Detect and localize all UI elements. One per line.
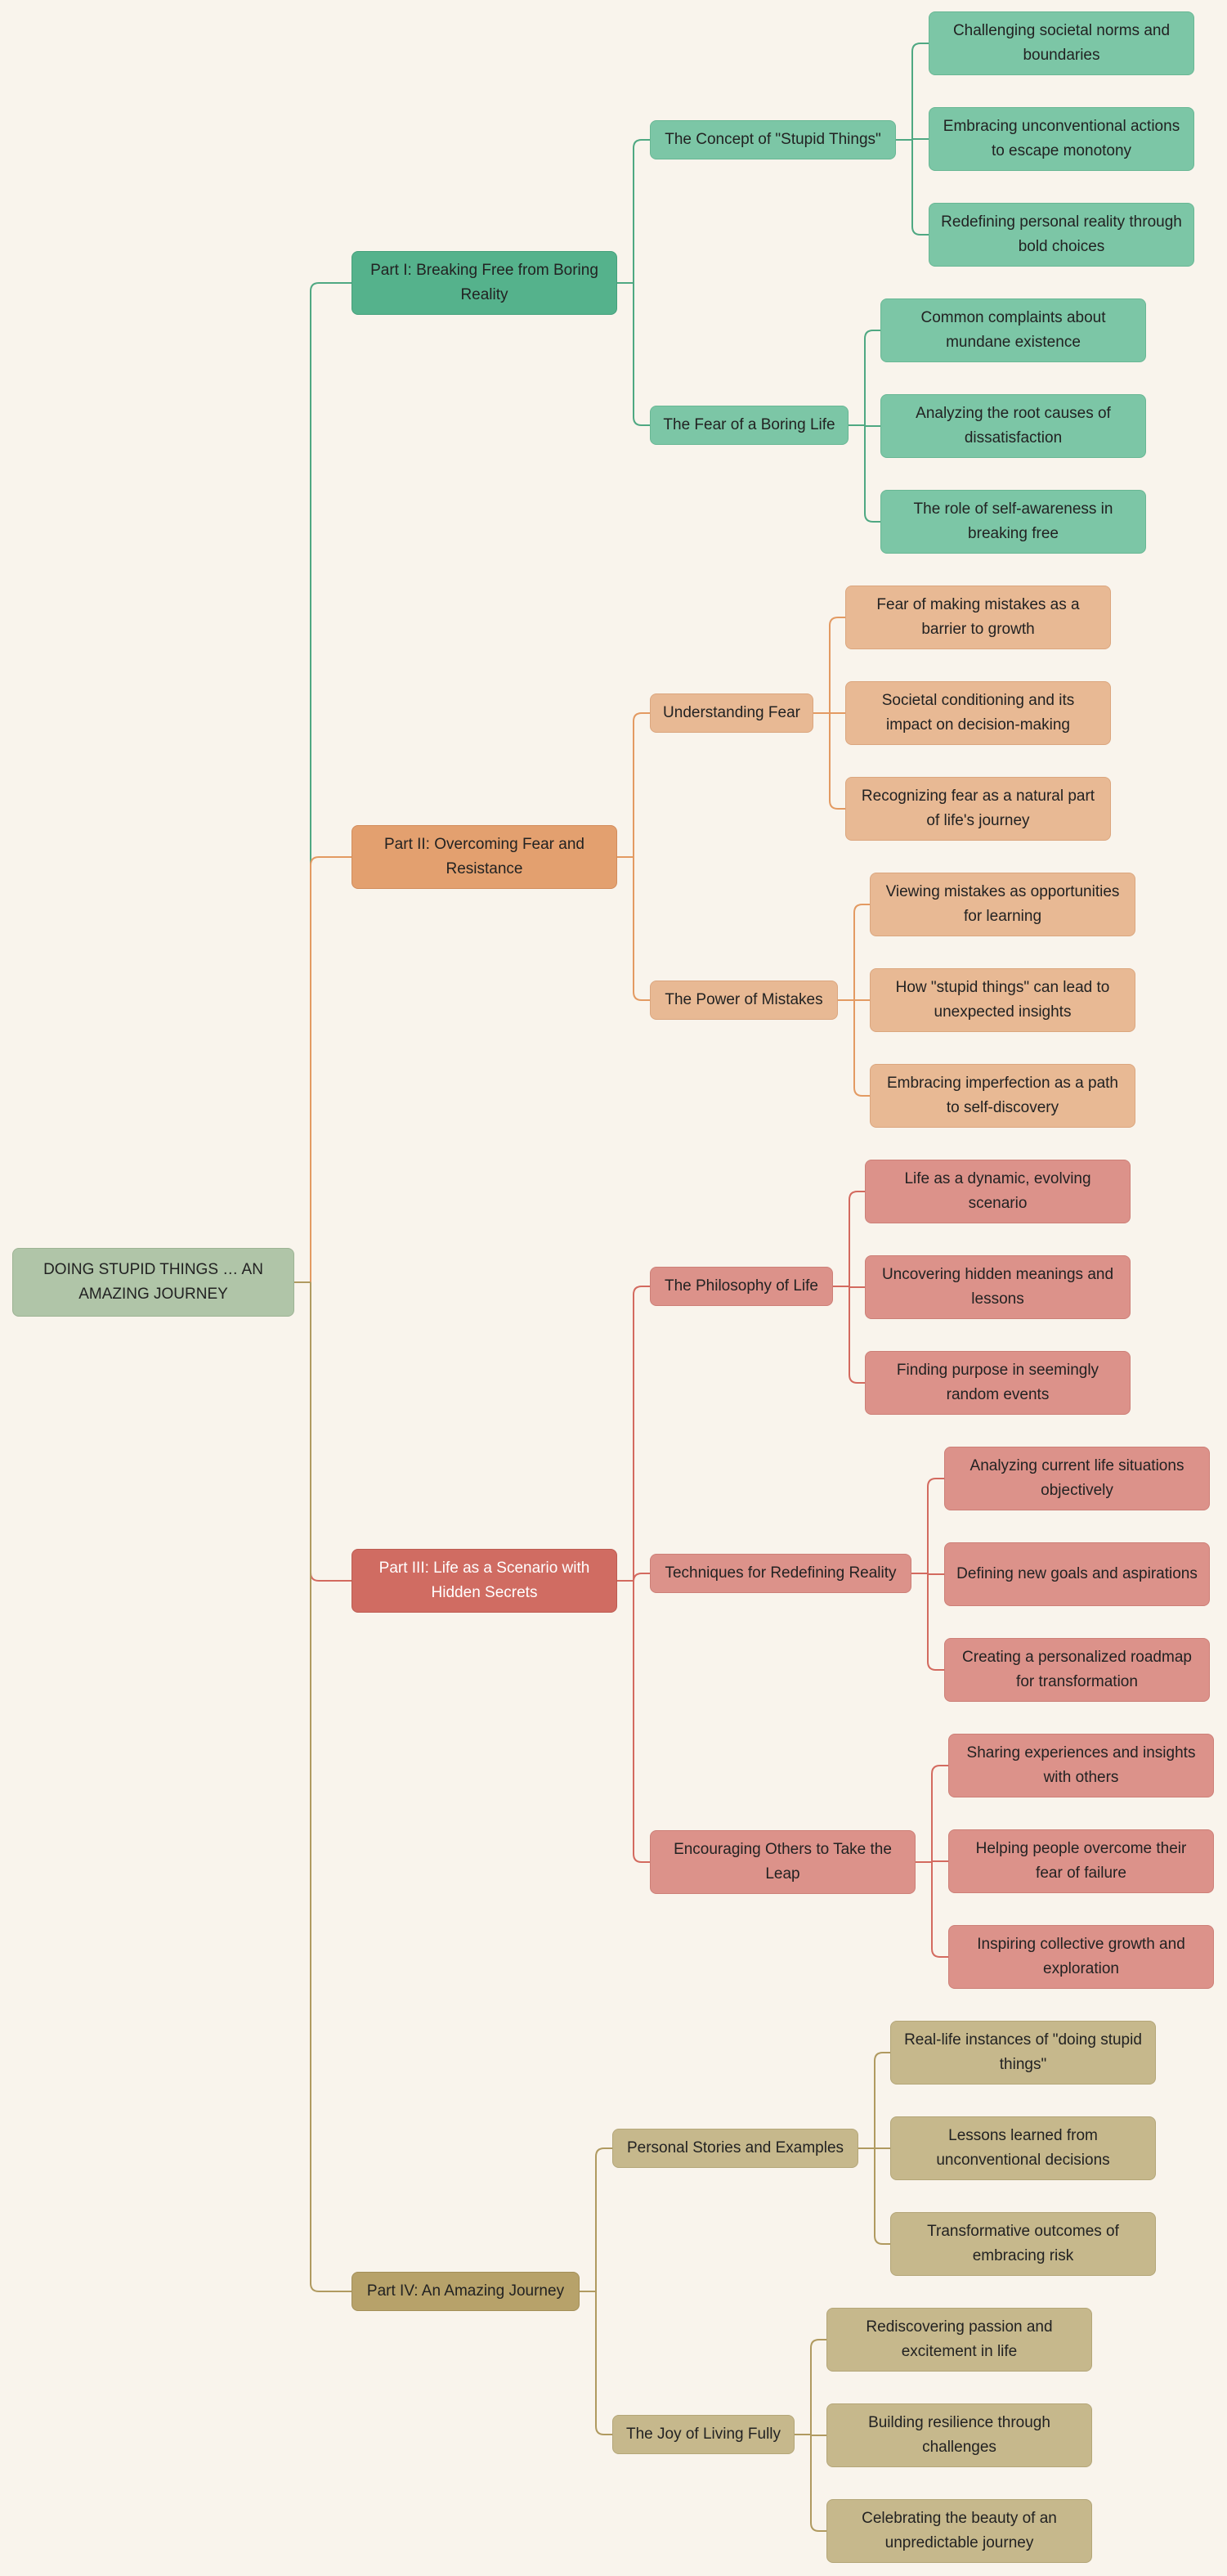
topic-node[interactable]: Techniques for Redefining Reality — [650, 1554, 911, 1593]
leaf-node[interactable]: Viewing mistakes as opportunities for le… — [870, 873, 1135, 936]
topic-node[interactable]: The Power of Mistakes — [650, 981, 838, 1020]
leaf-node[interactable]: Analyzing the root causes of dissatisfac… — [880, 394, 1146, 458]
leaf-node[interactable]: The role of self-awareness in breaking f… — [880, 490, 1146, 554]
connector-line — [294, 1281, 352, 2292]
connector-line — [617, 712, 650, 1001]
topic-node[interactable]: The Fear of a Boring Life — [650, 406, 849, 445]
branch-node-part-2[interactable]: Part II: Overcoming Fear and Resistance — [352, 825, 617, 889]
branch-node-part-1[interactable]: Part I: Breaking Free from Boring Realit… — [352, 251, 617, 315]
branch-node-part-3[interactable]: Part III: Life as a Scenario with Hidden… — [352, 1549, 617, 1613]
connector-line — [580, 2147, 612, 2435]
leaf-node[interactable]: Transformative outcomes of embracing ris… — [890, 2212, 1156, 2276]
connector-line — [617, 139, 650, 426]
leaf-node[interactable]: Embracing imperfection as a path to self… — [870, 1064, 1135, 1128]
leaf-node[interactable]: Redefining personal reality through bold… — [929, 203, 1194, 267]
leaf-node[interactable]: Defining new goals and aspirations — [944, 1542, 1210, 1606]
leaf-node[interactable]: Uncovering hidden meanings and lessons — [865, 1255, 1131, 1319]
leaf-node[interactable]: Real-life instances of "doing stupid thi… — [890, 2021, 1156, 2085]
connector-line — [294, 856, 352, 1283]
topic-node[interactable]: Encouraging Others to Take the Leap — [650, 1830, 916, 1894]
leaf-node[interactable]: Common complaints about mundane existenc… — [880, 298, 1146, 362]
connector-line — [294, 282, 352, 1283]
leaf-node[interactable]: Sharing experiences and insights with ot… — [948, 1734, 1214, 1797]
leaf-node[interactable]: Challenging societal norms and boundarie… — [929, 11, 1194, 75]
root-node[interactable]: DOING STUPID THINGS … AN AMAZING JOURNEY — [12, 1248, 294, 1317]
topic-node[interactable]: The Philosophy of Life — [650, 1267, 833, 1306]
leaf-node[interactable]: Recognizing fear as a natural part of li… — [845, 777, 1111, 841]
topic-node[interactable]: The Concept of "Stupid Things" — [650, 120, 896, 159]
leaf-node[interactable]: Helping people overcome their fear of fa… — [948, 1829, 1214, 1893]
connector-line — [896, 43, 929, 236]
topic-node[interactable]: Understanding Fear — [650, 693, 813, 733]
connector-line — [916, 1765, 948, 1958]
leaf-node[interactable]: Rediscovering passion and excitement in … — [826, 2308, 1092, 2372]
connector-line — [849, 330, 880, 523]
leaf-node[interactable]: Societal conditioning and its impact on … — [845, 681, 1111, 745]
leaf-node[interactable]: Lessons learned from unconventional deci… — [890, 2116, 1156, 2180]
leaf-node[interactable]: How "stupid things" can lead to unexpect… — [870, 968, 1135, 1032]
connector-line — [294, 1281, 352, 1582]
leaf-node[interactable]: Celebrating the beauty of an unpredictab… — [826, 2499, 1092, 2563]
topic-node[interactable]: Personal Stories and Examples — [612, 2129, 858, 2168]
connector-line — [838, 904, 870, 1097]
leaf-node[interactable]: Creating a personalized roadmap for tran… — [944, 1638, 1210, 1702]
connector-line — [813, 617, 845, 810]
topic-node[interactable]: The Joy of Living Fully — [612, 2415, 795, 2454]
connector-line — [833, 1191, 865, 1384]
leaf-node[interactable]: Fear of making mistakes as a barrier to … — [845, 586, 1111, 649]
connector-line — [795, 2339, 826, 2532]
leaf-node[interactable]: Building resilience through challenges — [826, 2403, 1092, 2467]
leaf-node[interactable]: Inspiring collective growth and explorat… — [948, 1925, 1214, 1989]
branch-node-part-4[interactable]: Part IV: An Amazing Journey — [352, 2272, 580, 2311]
leaf-node[interactable]: Analyzing current life situations object… — [944, 1447, 1210, 1510]
connector-line — [617, 1286, 650, 1863]
leaf-node[interactable]: Embracing unconventional actions to esca… — [929, 107, 1194, 171]
connector-line — [911, 1478, 944, 1671]
leaf-node[interactable]: Life as a dynamic, evolving scenario — [865, 1160, 1131, 1223]
leaf-node[interactable]: Finding purpose in seemingly random even… — [865, 1351, 1131, 1415]
connector-line — [858, 2052, 890, 2245]
